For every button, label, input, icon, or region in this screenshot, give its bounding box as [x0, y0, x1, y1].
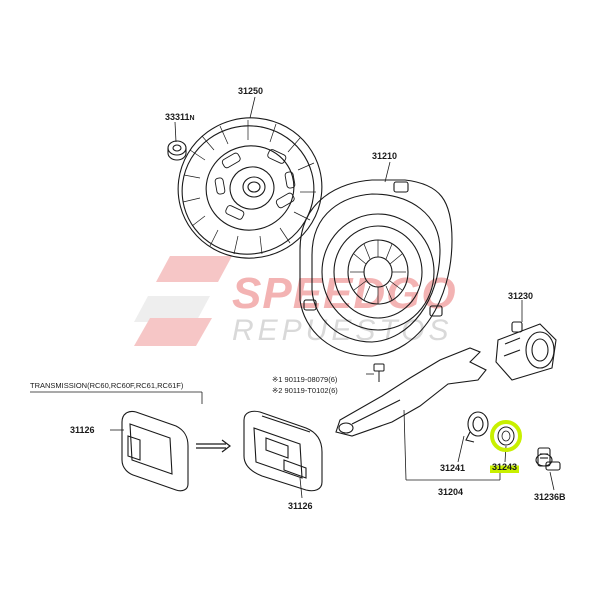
label-31126-right: 31126	[288, 501, 313, 511]
label-31250: 31250	[238, 86, 264, 96]
watermark-logo	[134, 256, 232, 346]
label-33311-number: 33311	[165, 112, 190, 122]
watermark-subtitle: REPUESTOS	[232, 314, 453, 347]
part-31210-cover	[299, 179, 453, 357]
leader-lines	[30, 96, 555, 499]
label-33311-mark: N	[189, 115, 195, 122]
label-31241: 31241	[440, 463, 466, 473]
label-31210: 31210	[372, 151, 398, 161]
label-31236b: 31236B	[534, 492, 566, 502]
part-31126-boot-left	[121, 410, 189, 492]
part-31243-highlight	[490, 420, 522, 452]
part-31126-boot-right	[243, 410, 323, 492]
part-31241-clip	[465, 411, 489, 443]
label-31243: 31243	[490, 462, 520, 473]
label-31126-left: 31126	[70, 425, 95, 435]
label-bolt-2: ※2 90119-T0102(6)	[272, 386, 338, 395]
watermark-brand: SPEEDGO	[232, 269, 457, 318]
arrow-drawing	[196, 439, 231, 453]
part-31250-disc	[177, 117, 323, 259]
part-31230-cylinder	[495, 321, 557, 381]
part-31204-fork	[335, 347, 487, 437]
label-bolt-1: ※1 90119-08079(6)	[272, 375, 338, 384]
part-33311-drawing	[167, 140, 187, 161]
label-31204: 31204	[438, 487, 464, 497]
part-31236b-pivot	[535, 447, 561, 471]
label-33311: 33311N	[165, 112, 195, 123]
transmission-note: TRANSMISSION(RC60,RC60F,RC61,RC61F)	[30, 381, 184, 390]
label-31230: 31230	[508, 291, 534, 301]
bolt-drawing	[373, 363, 385, 382]
